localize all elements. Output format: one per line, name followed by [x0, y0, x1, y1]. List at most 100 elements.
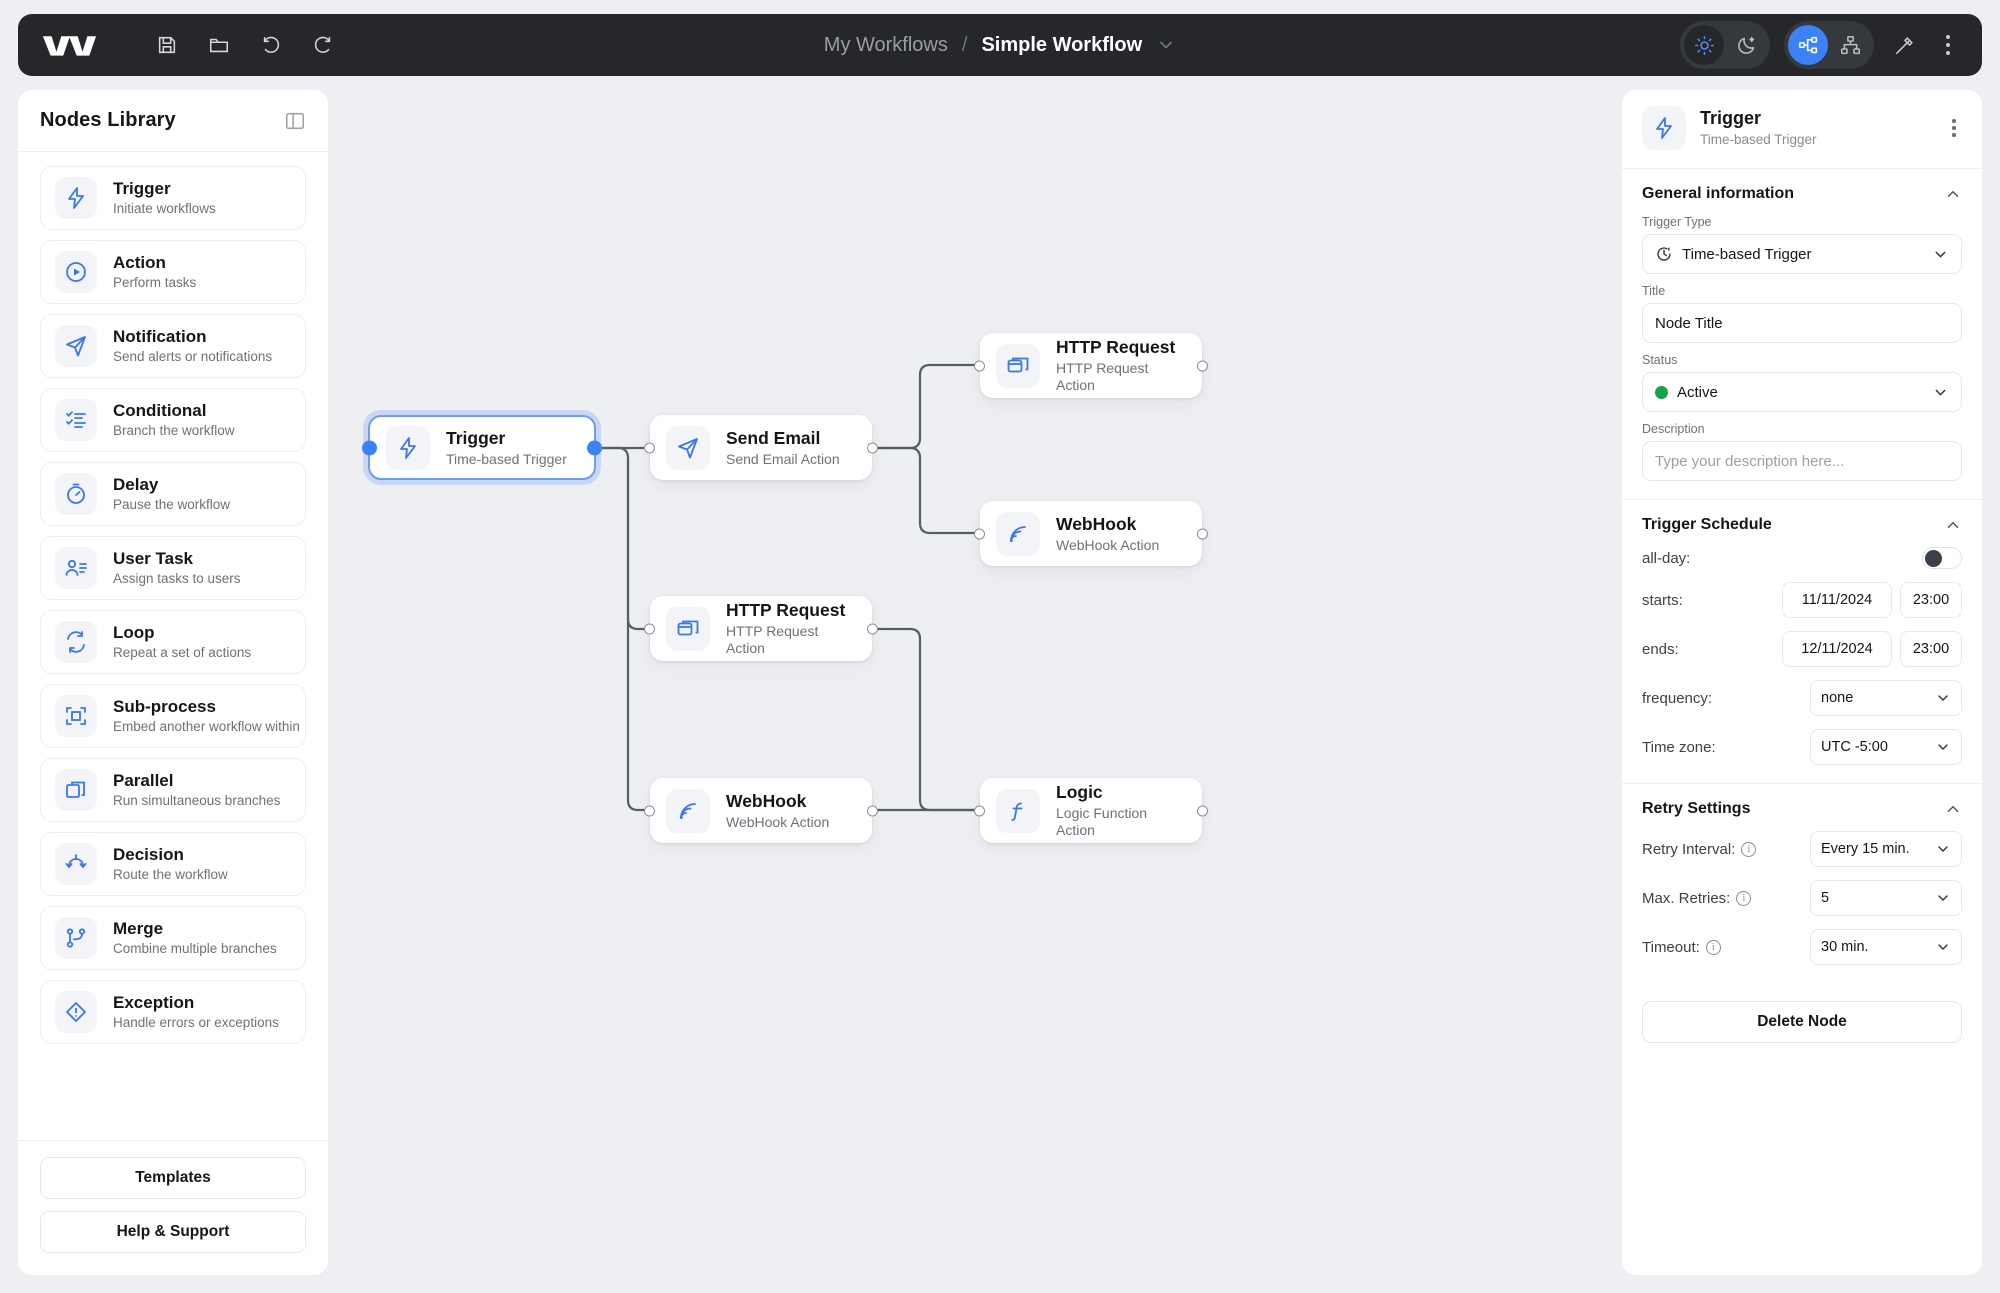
library-item-decision[interactable]: Decision Route the workflow: [40, 832, 306, 896]
library-item-name: Action: [113, 253, 166, 273]
library-item-name: Decision: [113, 845, 184, 865]
library-item-merge[interactable]: Merge Combine multiple branches: [40, 906, 306, 970]
canvas-node-http-request-lower[interactable]: HTTP Request HTTP Request Action: [644, 596, 878, 661]
info-icon[interactable]: i: [1741, 841, 1757, 857]
chevron-up-icon[interactable]: [1944, 800, 1962, 818]
library-item-action[interactable]: Action Perform tasks: [40, 240, 306, 304]
more-options-icon[interactable]: [1936, 29, 1960, 61]
save-icon[interactable]: [154, 32, 180, 58]
row-all-day: all-day:: [1642, 547, 1962, 569]
section-schedule-header[interactable]: Trigger Schedule: [1642, 516, 1962, 534]
canvas-node-subtitle: Logic Function Action: [1056, 805, 1148, 838]
canvas-node-webhook-lower[interactable]: WebHook WebHook Action: [644, 778, 878, 843]
panel-collapse-icon[interactable]: [284, 110, 306, 132]
ends-date-input[interactable]: 12/11/2024: [1782, 631, 1892, 667]
help-support-button[interactable]: Help & Support: [40, 1211, 306, 1253]
canvas-node-webhook-upper[interactable]: WebHook WebHook Action: [974, 501, 1208, 566]
node-port-output[interactable]: [867, 623, 878, 634]
more-options-icon[interactable]: [1946, 113, 1962, 143]
chevron-down-icon[interactable]: [1935, 841, 1951, 857]
starts-date-input[interactable]: 11/11/2024: [1782, 582, 1892, 618]
timezone-select[interactable]: UTC -5:00: [1810, 729, 1962, 765]
library-item-exception[interactable]: Exception Handle errors or exceptions: [40, 980, 306, 1044]
retry-interval-select[interactable]: Every 15 min.: [1810, 831, 1962, 867]
chevron-down-icon[interactable]: [1932, 246, 1949, 263]
chevron-up-icon[interactable]: [1944, 185, 1962, 203]
horizontal-layout-icon[interactable]: [1788, 25, 1828, 65]
library-item-parallel[interactable]: Parallel Run simultaneous branches: [40, 758, 306, 822]
canvas-node-name: Logic: [1056, 782, 1103, 803]
node-port-output[interactable]: [1197, 360, 1208, 371]
sun-icon[interactable]: [1684, 25, 1724, 65]
library-item-trigger[interactable]: Trigger Initiate workflows: [40, 166, 306, 230]
info-icon[interactable]: i: [1736, 890, 1752, 906]
vertical-layout-icon[interactable]: [1830, 25, 1870, 65]
chevron-down-icon[interactable]: [1935, 690, 1951, 706]
chevron-up-icon[interactable]: [1944, 516, 1962, 534]
timeout-select[interactable]: 30 min.: [1810, 929, 1962, 965]
canvas-node-name: WebHook: [726, 790, 807, 811]
library-item-sub-process[interactable]: Sub-process Embed another workflow withi…: [40, 684, 306, 748]
section-retry-header[interactable]: Retry Settings: [1642, 800, 1962, 818]
node-port-input[interactable]: [974, 360, 985, 371]
node-port-output[interactable]: [867, 805, 878, 816]
chevron-down-icon[interactable]: [1935, 890, 1951, 906]
title-value: Node Title: [1655, 314, 1723, 332]
node-port-input[interactable]: [644, 623, 655, 634]
node-port-input[interactable]: [974, 528, 985, 539]
window-icon: [666, 606, 710, 651]
undo-icon[interactable]: [258, 32, 284, 58]
library-item-conditional[interactable]: Conditional Branch the workflow: [40, 388, 306, 452]
breadcrumb-current[interactable]: Simple Workflow: [981, 33, 1143, 56]
chevron-down-icon[interactable]: [1935, 939, 1951, 955]
chevron-down-icon[interactable]: [1932, 384, 1949, 401]
row-retry-interval: Retry Interval: i Every 15 min.: [1642, 831, 1962, 867]
open-folder-icon[interactable]: [206, 32, 232, 58]
subprocess-icon: [55, 695, 97, 737]
status-select[interactable]: Active: [1642, 372, 1962, 412]
workflow-canvas[interactable]: Trigger Time-based Trigger Send Email Se…: [330, 90, 1610, 1275]
info-icon[interactable]: i: [1705, 939, 1721, 955]
node-port-output[interactable]: [867, 442, 878, 453]
canvas-node-subtitle: WebHook Action: [1056, 536, 1160, 553]
node-port-output[interactable]: [587, 440, 602, 455]
trigger-type-select[interactable]: Time-based Trigger: [1642, 234, 1962, 274]
frequency-select[interactable]: none: [1810, 680, 1962, 716]
max-retries-select[interactable]: 5: [1810, 880, 1962, 916]
breadcrumb-parent[interactable]: My Workflows: [823, 33, 948, 56]
node-port-input[interactable]: [644, 442, 655, 453]
merge-icon: [55, 917, 97, 959]
library-item-notification[interactable]: Notification Send alerts or notification…: [40, 314, 306, 378]
timeout-label: Timeout:: [1642, 938, 1700, 956]
chevron-down-icon[interactable]: [1156, 35, 1176, 55]
moon-icon[interactable]: [1726, 25, 1766, 65]
node-port-output[interactable]: [1197, 528, 1208, 539]
node-port-input[interactable]: [362, 440, 377, 455]
section-general-header[interactable]: General information: [1642, 185, 1962, 203]
magic-wand-icon[interactable]: [1888, 28, 1922, 62]
node-port-input[interactable]: [974, 805, 985, 816]
library-item-user-task[interactable]: User Task Assign tasks to users: [40, 536, 306, 600]
delete-node-button[interactable]: Delete Node: [1642, 1001, 1962, 1043]
templates-button[interactable]: Templates: [40, 1157, 306, 1199]
library-item-name: Notification: [113, 327, 207, 347]
library-item-delay[interactable]: Delay Pause the workflow: [40, 462, 306, 526]
canvas-node-trigger[interactable]: Trigger Time-based Trigger: [362, 415, 602, 480]
canvas-node-http-request-upper[interactable]: HTTP Request HTTP Request Action: [974, 333, 1208, 398]
canvas-node-logic[interactable]: Logic Logic Function Action: [974, 778, 1208, 843]
chevron-down-icon[interactable]: [1935, 739, 1951, 755]
library-item-name: Delay: [113, 475, 159, 495]
description-input[interactable]: Type your description here...: [1642, 441, 1962, 481]
redo-icon[interactable]: [310, 32, 336, 58]
library-item-loop[interactable]: Loop Repeat a set of actions: [40, 610, 306, 674]
canvas-node-subtitle: Time-based Trigger: [446, 450, 567, 467]
node-port-output[interactable]: [1197, 805, 1208, 816]
workflow-logo[interactable]: [40, 30, 98, 60]
title-input[interactable]: Node Title: [1642, 303, 1962, 343]
all-day-toggle[interactable]: [1922, 547, 1962, 569]
ends-time-input[interactable]: 23:00: [1900, 631, 1962, 667]
starts-time-input[interactable]: 23:00: [1900, 582, 1962, 618]
canvas-node-send-email[interactable]: Send Email Send Email Action: [644, 415, 878, 480]
node-port-input[interactable]: [644, 805, 655, 816]
file-tools: [154, 32, 336, 58]
